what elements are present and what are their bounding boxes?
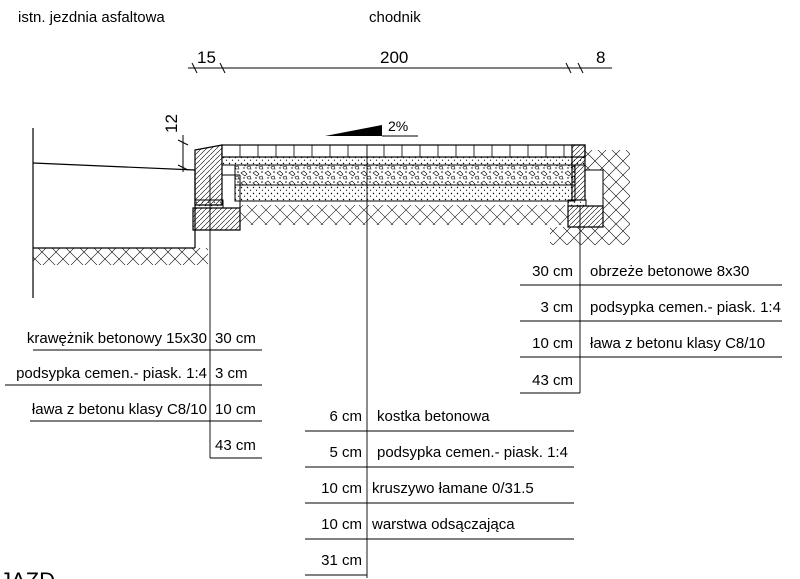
walk-row: 10 cm warstwa odsączająca — [321, 516, 515, 533]
curb-layer-label: podsypka cemen.- piask. 1:4 — [16, 365, 207, 382]
walk-layer-label: warstwa odsączająca — [371, 516, 515, 533]
edge-row: 10 cm ława z betonu klasy C8/10 — [532, 335, 765, 352]
curb-row: krawężnik betonowy 15x30 30 cm — [27, 330, 256, 347]
walk-layer-value: 5 cm — [329, 444, 362, 461]
walk-layer-value: 10 cm — [321, 480, 362, 497]
walk-row: 5 cm podsypka cemen.- piask. 1:4 — [329, 444, 567, 461]
walk-row: 6 cm kostka betonowa — [329, 408, 490, 425]
walk-row: 10 cm kruszywo łamane 0/31.5 — [321, 480, 534, 497]
edge-table-total: 43 cm — [532, 372, 573, 389]
edge-layer-value: 30 cm — [532, 263, 573, 280]
curb-layer-label: krawężnik betonowy 15x30 — [27, 330, 207, 347]
native-soil-left — [33, 248, 208, 265]
slope-value: 2% — [388, 118, 408, 134]
curb-table-total: 43 cm — [215, 437, 256, 454]
walk-layer-label: podsypka cemen.- piask. 1:4 — [377, 444, 568, 461]
walk-layers-table — [305, 430, 574, 576]
edge-layer-value: 3 cm — [540, 299, 573, 316]
curb-width-dimension: 15 — [197, 48, 216, 67]
edge-layer-label: ława z betonu klasy C8/10 — [590, 335, 765, 352]
concrete-curb — [192, 144, 241, 231]
drainage-layer — [234, 184, 576, 202]
top-dimension-line — [188, 62, 612, 74]
curb-layer-label: ława z betonu klasy C8/10 — [32, 401, 207, 418]
sidewalk-label: chodnik — [369, 9, 421, 26]
curb-row: podsypka cemen.- piask. 1:4 3 cm — [16, 365, 247, 382]
concrete-edging — [567, 144, 604, 228]
edge-layers-table — [520, 284, 782, 394]
walk-layer-value: 6 cm — [329, 408, 362, 425]
walk-width-dimension: 200 — [380, 48, 408, 67]
section-heading-partial: JAZD — [0, 568, 55, 579]
existing-road-label: istn. jezdnia asfaltowa — [18, 9, 165, 26]
curb-height-dimension: 12 — [162, 114, 181, 133]
paving-blocks-layer — [221, 144, 586, 158]
walk-layer-value: 10 cm — [321, 516, 362, 533]
native-soil-under-walk — [240, 205, 568, 225]
walk-layer-label: kostka betonowa — [377, 408, 490, 425]
native-soil-right — [550, 150, 630, 245]
curb-layers-table — [5, 349, 262, 459]
curb-height-dimension-line — [177, 135, 189, 172]
curb-layer-value: 10 cm — [215, 401, 256, 418]
curb-layer-value: 3 cm — [215, 365, 248, 382]
curb-layer-value: 30 cm — [215, 330, 256, 347]
walk-table-total: 31 cm — [321, 552, 362, 569]
edge-layer-label: obrzeże betonowe 8x30 — [590, 263, 749, 280]
edge-width-dimension: 8 — [596, 48, 605, 67]
edge-layer-value: 10 cm — [532, 335, 573, 352]
edge-layer-label: podsypka cemen.- piask. 1:4 — [590, 299, 781, 316]
existing-road — [32, 128, 196, 298]
walk-layer-label: kruszywo łamane 0/31.5 — [372, 480, 534, 497]
edge-row: 3 cm podsypka cemen.- piask. 1:4 — [540, 299, 780, 316]
crushed-aggregate-layer — [234, 164, 576, 186]
leader-lines — [209, 145, 581, 578]
edge-row: 30 cm obrzeże betonowe 8x30 — [532, 263, 749, 280]
sand-cement-bedding-layer — [221, 156, 586, 166]
slope-indicator — [325, 125, 418, 137]
curb-row: ława z betonu klasy C8/10 10 cm — [32, 401, 256, 418]
